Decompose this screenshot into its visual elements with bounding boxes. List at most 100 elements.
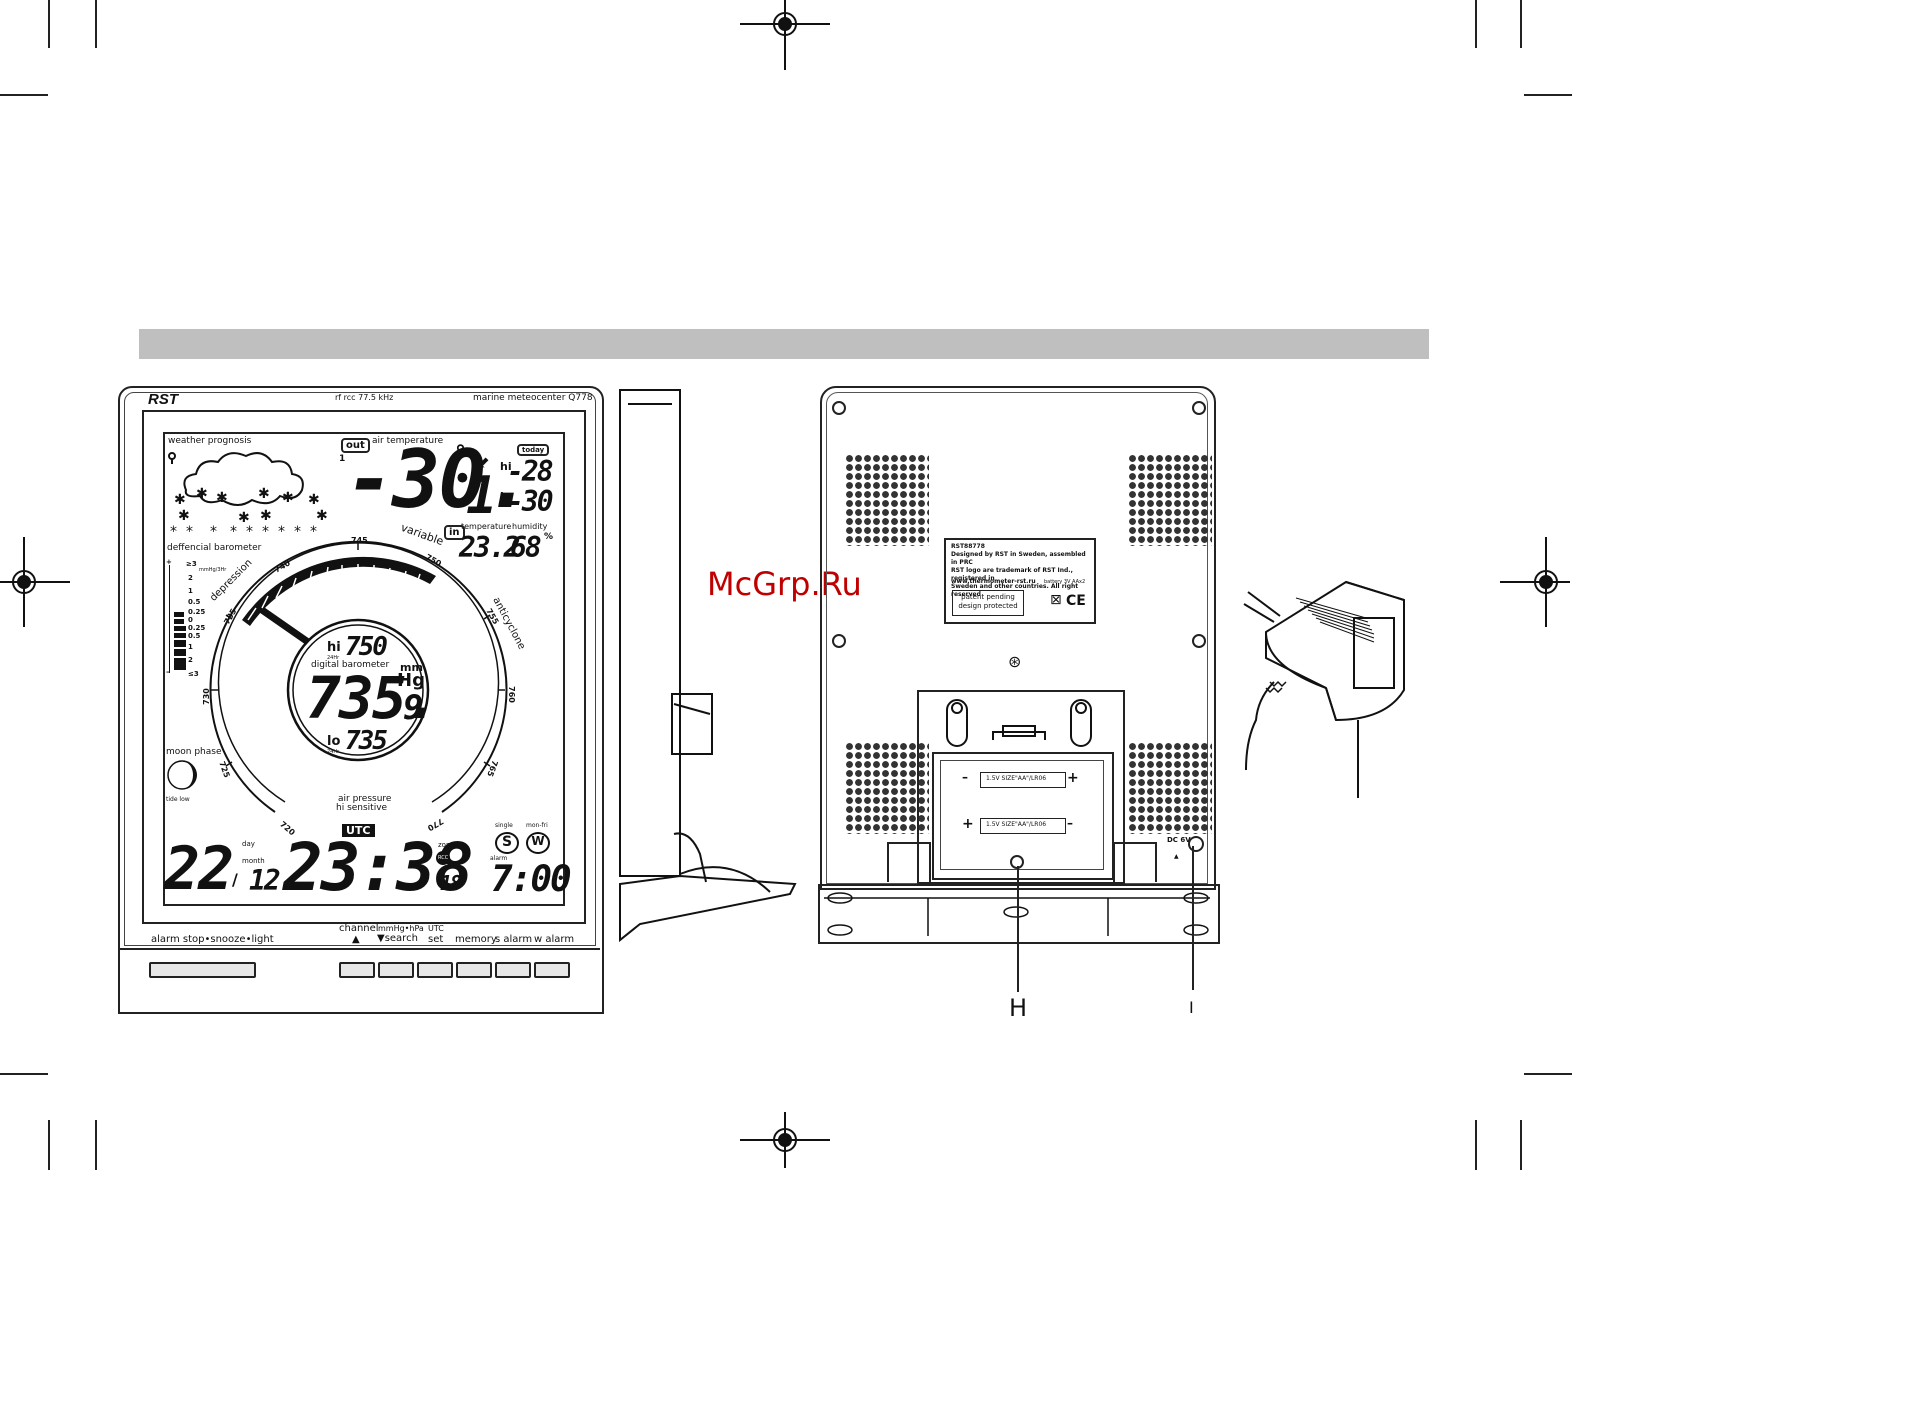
svg-text:*: * (278, 524, 285, 538)
set-button[interactable] (417, 962, 453, 978)
label-line: Sweden and other countries. All right re… (951, 583, 1079, 598)
mon-fri-label: mon-fri (526, 822, 548, 829)
label-line: Designed by RST in Sweden, assembled in … (951, 551, 1086, 566)
diff-unit: mmHg/3Hr (199, 567, 227, 573)
humidity-percent: % (544, 532, 554, 542)
station-front-view (118, 386, 604, 1014)
svg-text:✱: ✱ (196, 486, 208, 502)
baro-unit-mm: mm (400, 661, 423, 674)
recycle-bin-icon: ⊠ (1050, 592, 1062, 608)
air-temperature-label: air temperature (372, 436, 444, 446)
trend-arrow-icon: ⬋ (477, 452, 491, 471)
search-button[interactable] (378, 962, 414, 978)
label-battery: battery 3V AAx2 (1044, 579, 1086, 585)
svg-text:✱: ✱ (174, 492, 186, 508)
pressure-gauge (209, 540, 508, 813)
svg-text:✱: ✱ (238, 510, 250, 526)
svg-text:✱: ✱ (308, 492, 320, 508)
temperature-label: temperature (461, 522, 512, 531)
gauge-tick-760: 760 (506, 686, 516, 703)
alarm-stop-label: alarm stop•snooze•light (151, 934, 274, 945)
patent-box: patent pending design protected (952, 590, 1024, 616)
gauge-tick-745: 745 (351, 536, 368, 545)
indoor-temperature: 23.2 (459, 531, 520, 564)
hi-baro-period: 24Hr (327, 655, 340, 661)
section-band (139, 329, 1429, 359)
screw-hole (1192, 634, 1206, 648)
svg-text:✱: ✱ (216, 490, 228, 506)
lo-baro-period: 24Hr (327, 749, 340, 755)
diff-bars (174, 612, 186, 670)
weekday-alarm-icon: W (526, 832, 550, 854)
battery-top-minus: – (962, 770, 968, 784)
battery-bottom-minus: – (1067, 816, 1073, 830)
callout-h: H (1009, 994, 1028, 1022)
lcd-screen (163, 432, 565, 906)
digital-barometer-label: digital barometer (311, 660, 390, 670)
callout-line-i (1192, 846, 1194, 990)
label-website: www.thermometer-rst.ru (951, 578, 1036, 585)
humidity-label: humidity (512, 522, 548, 531)
station-side-view (619, 389, 797, 943)
w-alarm-label: w alarm (534, 934, 575, 945)
svg-text:*: * (262, 524, 269, 538)
svg-text:✱: ✱ (258, 486, 270, 502)
svg-text:*: * (186, 524, 193, 538)
callout-line-h (1017, 866, 1019, 992)
channel-label: channel (339, 923, 379, 934)
callout-i: I (1189, 998, 1194, 1017)
clock-seconds: 18 (440, 871, 462, 895)
s-alarm-button[interactable] (495, 962, 531, 978)
label-model: RST88778 (951, 543, 985, 550)
tide-label: tide low (166, 796, 190, 803)
memory-label: memory (455, 934, 497, 945)
clock-time: 23:38 (283, 829, 474, 906)
brand-logo: RST (148, 391, 178, 408)
today-badge: today (517, 444, 550, 456)
gauge-tick-730: 730 (201, 688, 211, 705)
svg-text:*: * (210, 524, 217, 538)
hi-temp-label: hi (500, 460, 512, 473)
svg-text:✱: ✱ (178, 508, 190, 524)
air-temp-degree: ° (455, 442, 466, 467)
dc-jack-arrow: ▲ (1174, 853, 1179, 860)
alarm-label: alarm (490, 855, 508, 862)
speaker-grill (1128, 742, 1212, 834)
channel-button[interactable] (339, 962, 375, 978)
utc-button-label: UTC (428, 924, 444, 933)
baro-unit-hg: Hg (397, 670, 425, 691)
lcd-frame (142, 410, 586, 924)
rf-note: rf rcc 77.5 kHz (335, 393, 394, 402)
screw-hole (832, 634, 846, 648)
hi-baro-label: hi (327, 640, 341, 655)
w-alarm-button[interactable] (534, 962, 570, 978)
air-temp-main: -30. (346, 433, 533, 526)
lo-temp-label: lo (500, 490, 512, 503)
battery-compartment (932, 752, 1114, 880)
lo-baro-label: lo (327, 734, 341, 749)
speaker-grill (1128, 454, 1212, 546)
date-day: 22 (164, 834, 234, 904)
air-pressure-label: air pressure (338, 794, 392, 804)
single-alarm-icon: S (495, 832, 519, 854)
baro-decimal-value: 9 (403, 688, 424, 728)
diff-scale-line (169, 565, 170, 673)
dc-jack-port[interactable] (1188, 836, 1204, 852)
hi-baro-value: 750 (345, 632, 388, 662)
single-label: single (495, 822, 513, 829)
rcc-signal-icon: RCC (436, 851, 451, 865)
ce-mark: CE (1066, 593, 1086, 609)
alarm-stop-button[interactable] (149, 962, 256, 978)
memory-button[interactable] (456, 962, 492, 978)
back-screw-icon: ⊛ (1008, 652, 1022, 671)
moon-phase-label: moon phase (166, 747, 222, 757)
moon-icon (167, 760, 197, 790)
battery-bottom (980, 818, 1066, 834)
station-base (818, 884, 1220, 944)
weather-prognosis-label: weather prognosis (168, 436, 252, 446)
product-label: RST88778 Designed by RST in Sweden, asse… (944, 538, 1096, 624)
speaker-grill (845, 742, 929, 834)
lo-temp-value: -30 (507, 485, 554, 518)
snow-cloud-icon: ✱✱✱ ✱✱✱ ✱✱✱✱ **** ***** (168, 452, 328, 538)
